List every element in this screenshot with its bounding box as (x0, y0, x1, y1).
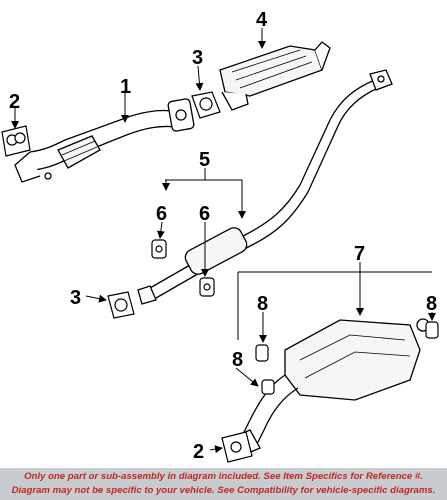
gasket-part-2-top (1, 125, 31, 157)
callout-8-b: 8 (232, 349, 243, 371)
callout-3-top: 3 (192, 47, 203, 69)
leader-lines (11, 28, 436, 454)
muffler-part-7 (235, 318, 430, 455)
catalytic-converter-part-4 (219, 41, 331, 111)
callout-3-mid: 3 (70, 287, 81, 309)
disclaimer-line-2: Diagram may not be specific to your vehi… (11, 485, 436, 496)
gasket-part-3-top (191, 91, 221, 119)
callout-2-bottom: 2 (193, 441, 204, 463)
disclaimer-line-1: Only one part or sub-assembly in diagram… (24, 471, 423, 482)
callout-4: 4 (256, 9, 268, 31)
callout-6-left: 6 (156, 203, 167, 225)
hanger-part-8-b (261, 379, 275, 395)
gasket-part-3-mid (107, 291, 135, 319)
callout-5: 5 (199, 149, 210, 171)
gasket-part-2-bottom (221, 431, 253, 463)
hanger-part-8-a (255, 344, 269, 362)
intermediate-pipe-part-5 (137, 69, 393, 305)
front-pipe-part-1 (14, 98, 195, 183)
disclaimer-footer: Only one part or sub-assembly in diagram… (0, 468, 447, 500)
hanger-part-6-left (151, 239, 167, 259)
callout-2-top: 2 (9, 91, 20, 113)
callout-8-a: 8 (257, 293, 268, 315)
exhaust-system-diagram: 1 2 3 4 5 6 6 3 7 8 8 8 2 (1, 9, 439, 463)
callout-8-c: 8 (426, 293, 437, 315)
callout-7: 7 (354, 243, 365, 265)
callout-6-right: 6 (199, 203, 210, 225)
callout-1: 1 (120, 76, 131, 98)
hanger-part-8-c (425, 321, 439, 339)
hanger-part-6-right (199, 277, 215, 297)
